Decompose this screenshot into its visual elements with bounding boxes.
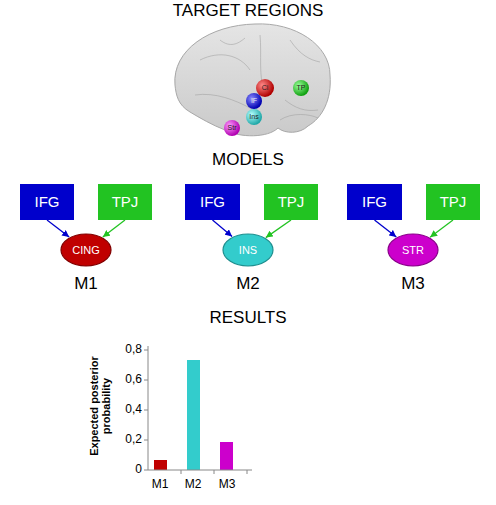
model-label: M1 [74, 275, 98, 294]
x-axis [148, 470, 252, 471]
tick-label: M2 [185, 478, 202, 491]
tick-label: M3 [219, 478, 236, 491]
node-label: STR [402, 244, 424, 256]
node-label: TPJ [112, 194, 139, 211]
arrow-connector [47, 220, 69, 237]
bar [187, 360, 200, 470]
region-box: TPJ [426, 184, 480, 220]
axis-ticks [144, 350, 247, 474]
region-box: IFG [347, 184, 402, 220]
tick-label: 0,6 [125, 373, 142, 386]
section-heading: MODELS [212, 151, 284, 170]
region-box: TPJ [98, 184, 152, 220]
arrow-connector [103, 220, 125, 237]
tick-label: 0,4 [125, 403, 142, 416]
axis-title: Expected posterior probability [88, 347, 112, 465]
region-tag: TP [297, 84, 306, 92]
region-sphere [246, 109, 262, 125]
node-label: IFG [200, 194, 225, 211]
node-label: INS [239, 244, 257, 256]
section-heading: RESULTS [209, 309, 286, 328]
tick-label: 0,8 [125, 343, 142, 356]
node-label: IFG [362, 194, 387, 211]
bar-chart [144, 346, 252, 474]
node-label: IFG [35, 194, 60, 211]
region-sphere [293, 80, 309, 96]
region-tag: Str [228, 124, 237, 132]
node-label: TPJ [440, 194, 467, 211]
region-box: IFG [20, 184, 74, 220]
y-axis [148, 346, 149, 470]
region-sphere [224, 120, 240, 136]
arrow-connector [266, 220, 291, 238]
region-box: IFG [185, 184, 240, 220]
target-ellipse: STR [387, 233, 439, 267]
bar [154, 460, 167, 470]
tick-label: 0,2 [125, 433, 142, 446]
arrow-connector [213, 220, 233, 237]
region-tag: IF [251, 97, 257, 105]
region-sphere [246, 93, 262, 109]
region-box: TPJ [264, 184, 318, 220]
arrow-connector [430, 220, 453, 237]
node-label: CING [72, 244, 100, 256]
tick-label: 0 [135, 463, 142, 476]
tick-label: M1 [152, 478, 169, 491]
region-sphere [256, 79, 274, 97]
model-label: M3 [401, 275, 425, 294]
target-ellipse: CING [60, 233, 112, 267]
node-label: TPJ [278, 194, 305, 211]
section-heading: TARGET REGIONS [173, 2, 324, 21]
region-tag: Ci [262, 84, 269, 92]
target-ellipse: INS [222, 233, 274, 267]
arrow-connector [375, 220, 397, 237]
model-label: M2 [236, 275, 260, 294]
region-tag: Ins [249, 113, 258, 121]
bar [220, 442, 233, 470]
brain-illustration [175, 24, 330, 136]
